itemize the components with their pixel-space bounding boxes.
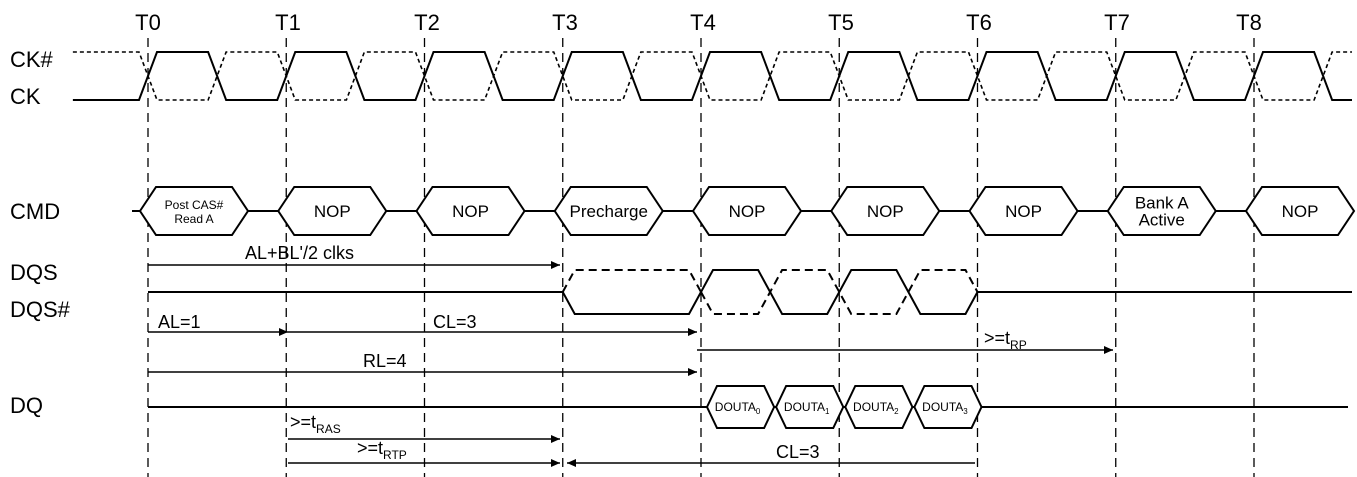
command-label: NOP: [1005, 202, 1042, 221]
dq-data-slot: DOUTA3: [913, 385, 983, 429]
command-hexagon: [830, 186, 941, 236]
signal-label-dqs: DQS: [10, 260, 58, 285]
signal-label-dq: DQ: [10, 393, 43, 418]
dq-data-hexagon: [844, 385, 914, 429]
command-slot: NOP: [415, 186, 526, 236]
dq-data-hexagon: [705, 385, 776, 429]
command-label: NOP: [314, 202, 351, 221]
al-label: AL=1: [158, 312, 201, 332]
cl-bottom-label: CL=3: [776, 442, 820, 462]
tick-label-t3: T3: [552, 10, 578, 35]
dq-data-label: DOUTA3: [922, 400, 968, 416]
command-label: NOP: [1282, 202, 1319, 221]
command-label: Post CAS#: [165, 198, 224, 212]
tras-label: >=tRAS: [290, 412, 341, 436]
cl-top-label: CL=3: [433, 312, 477, 332]
signal-label-dqs-bar: DQS#: [10, 297, 71, 322]
ck-bar-waveform: [72, 51, 1352, 101]
signal-labels: CK# CK CMD DQS DQS# DQ: [10, 47, 71, 418]
dq-data-slot: DOUTA0: [705, 385, 776, 429]
command-slot: Post CAS#Read A: [138, 186, 250, 236]
dq-data-label: DOUTA1: [784, 400, 830, 416]
tick-label-t6: T6: [966, 10, 992, 35]
command-label: Precharge: [570, 202, 648, 221]
ck-waveform: [72, 51, 1352, 101]
command-hexagon: [1244, 186, 1356, 236]
command-label: Read A: [174, 212, 213, 226]
command-label: Active: [1139, 211, 1185, 230]
dqs-preamble-solid: [561, 291, 702, 315]
clock-waveform: [72, 51, 1352, 101]
trtp-label: >=tRTP: [357, 438, 407, 462]
dq-data-slot: DOUTA2: [844, 385, 914, 429]
dq-data-hexagon: [775, 385, 845, 429]
dq-data-label: DOUTA0: [715, 400, 761, 416]
tick-label-t7: T7: [1104, 10, 1130, 35]
command-label: NOP: [452, 202, 489, 221]
dq-data-label: DOUTA2: [853, 400, 899, 416]
command-hexagon: [1106, 186, 1217, 236]
tick-label-t4: T4: [690, 10, 716, 35]
timing-annotations: AL+BL'/2 clks AL=1 CL=3 >=tRP RL=4 >=tRA…: [148, 243, 1113, 467]
signal-label-ck-bar: CK#: [10, 47, 54, 72]
signal-label-cmd: CMD: [10, 199, 60, 224]
command-hexagon: [415, 186, 526, 236]
tick-label-t0: T0: [135, 10, 161, 35]
dqs-preamble-dashed: [561, 269, 702, 293]
command-label: NOP: [867, 202, 904, 221]
dqs-strobe-solid: [700, 269, 979, 315]
command-slot: Precharge: [553, 186, 664, 236]
dq-bus: DOUTA0 DOUTA1 DOUTA2 DOUTA3: [148, 385, 1348, 429]
rl-label: RL=4: [363, 351, 407, 371]
command-slot: NOP: [830, 186, 941, 236]
command-hexagon: [553, 186, 664, 236]
command-hexagon: [691, 186, 803, 236]
command-hexagon: [968, 186, 1079, 236]
tick-label-t2: T2: [414, 10, 440, 35]
al-bl-label: AL+BL'/2 clks: [245, 243, 354, 263]
tick-label-t8: T8: [1236, 10, 1262, 35]
dqs-strobe-dashed: [700, 269, 979, 315]
dq-data-hexagon: [913, 385, 983, 429]
command-slot: NOP: [1244, 186, 1356, 236]
signal-label-ck: CK: [10, 84, 41, 109]
command-slot: NOP: [968, 186, 1079, 236]
command-slot: NOP: [691, 186, 803, 236]
command-slot: NOP: [277, 186, 388, 236]
command-bus: Post CAS#Read A NOP NOP Precharge NOP NOP NOP B…: [132, 186, 1356, 236]
tick-label-t1: T1: [275, 10, 301, 35]
command-label: NOP: [729, 202, 766, 221]
command-hexagon: [277, 186, 388, 236]
tick-labels: T0 T1 T2 T3 T4 T5 T6 T7 T8: [135, 10, 1262, 35]
dq-data-slot: DOUTA1: [775, 385, 845, 429]
tick-label-t5: T5: [828, 10, 854, 35]
dqs-waveform: [148, 269, 1352, 315]
command-hexagon: [138, 186, 250, 236]
trp-label: >=tRP: [984, 328, 1027, 352]
command-label: Bank A: [1135, 194, 1190, 213]
